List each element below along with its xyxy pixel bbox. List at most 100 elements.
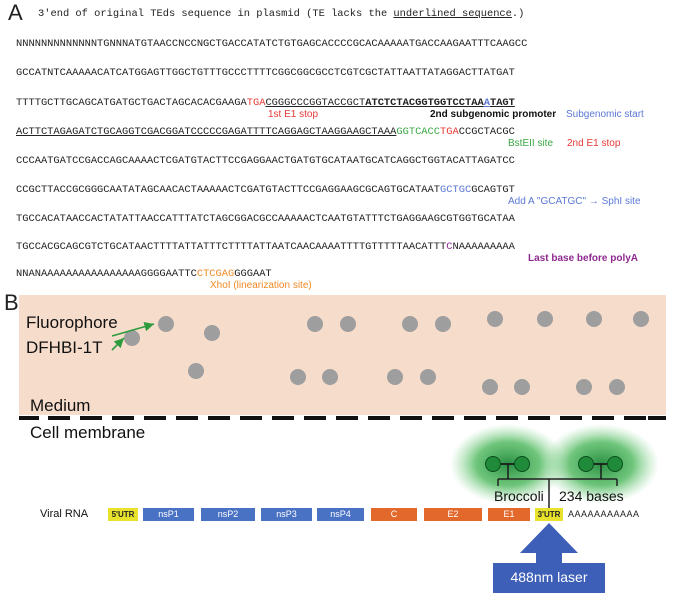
- seq3-part-a: TTTTGCTTGCAGCATGATGCTGACTAGCACACGAAGA: [16, 97, 247, 109]
- laser-box: [493, 563, 605, 593]
- fluorophore-dot: [158, 316, 174, 332]
- annotation-sphi-site: Add A "GCATGC" → SphI site: [508, 196, 641, 207]
- membrane-segment: [19, 416, 39, 420]
- panel-a-caption: 3'end of original TEds sequence in plasm…: [38, 8, 524, 20]
- gene-nsp3: nsP3: [261, 508, 312, 521]
- membrane-segment: [176, 416, 198, 420]
- gene-3utr: 3'UTR: [535, 508, 563, 521]
- sequence-line-3: TTTTGCTTGCAGCATGATGCTGACTAGCACACGAAGATGA…: [16, 97, 515, 109]
- broccoli-node: [578, 456, 594, 472]
- seq4-bsteii: GGTCACC: [396, 126, 441, 138]
- laser-label: 488nm laser: [510, 569, 588, 585]
- fluorophore-dot: [420, 369, 436, 385]
- fluorophore-dot: [188, 363, 204, 379]
- poly-a-tail: AAAAAAAAAAA: [568, 509, 640, 519]
- membrane-segment: [464, 416, 486, 420]
- membrane-segment: [648, 416, 666, 420]
- sequence-line-4: ACTTCTAGAGATCTGCAGGTCGACGGATCCCCCGAGATTT…: [16, 126, 515, 138]
- sequence-line-1: NNNNNNNNNNNNNTGNNNATGTAACCNCCNGCTGACCATA…: [16, 38, 528, 50]
- seq4-tail: CCGCTACGC: [458, 126, 515, 138]
- membrane-segment: [112, 416, 134, 420]
- membrane-segment: [592, 416, 614, 420]
- panel-a-label: A: [8, 0, 23, 25]
- fluorophore-dot: [633, 311, 649, 327]
- membrane-segment: [336, 416, 358, 420]
- fluorophore-dot: [576, 379, 592, 395]
- sequence-line-5: CCCAATGATCCGACCAGCAAAACTCGATGTACTTCCGAGG…: [16, 155, 515, 167]
- viral-rna-label: Viral RNA: [40, 508, 89, 520]
- sequence-line-7: TGCCACATAACCACTATATTAACCATTTATCTAGCGGACG…: [16, 213, 515, 225]
- fluorophore-dot: [537, 311, 553, 327]
- gene-e1: E1: [488, 508, 530, 521]
- seq3-underlined: CGGGCCCGGTACCGCT: [265, 97, 366, 109]
- seq3-tail: TAGT: [489, 97, 515, 109]
- gene-c: C: [371, 508, 417, 521]
- seq9-tail: GGGAAT: [234, 268, 272, 280]
- fluorophore-dot: [387, 369, 403, 385]
- gene-nsp2: nsP2: [201, 508, 255, 521]
- arrow-to-dot-top: [111, 322, 155, 337]
- fluorophore-dot: [322, 369, 338, 385]
- fluorophore-dot: [487, 311, 503, 327]
- membrane-segment: [208, 416, 230, 420]
- seq6-sphi: GCTGC: [440, 184, 472, 196]
- gene-nsp1: nsP1: [143, 508, 194, 521]
- broccoli-label: Broccoli: [494, 488, 544, 504]
- sequence-line-2: GCCATNTCAAAAACATCATGGAGTTGGCTGTTTGCCCTTT…: [16, 67, 515, 79]
- sequence-line-8: TGCCACGCAGCGTCTGCATAACTTTTATTATTTCTTTTAT…: [16, 241, 515, 253]
- cell-membrane-label: Cell membrane: [30, 423, 146, 442]
- sequence-line-6: CCGCTTACCGCGGGCAATATAGCAACACTAAAAACTCGAT…: [16, 184, 515, 196]
- seq8-part-a: TGCCACGCAGCGTCTGCATAACTTTTATTATTTCTTTTAT…: [16, 241, 447, 253]
- medium-region: [19, 295, 666, 415]
- seq3-promoter: ATCTCTACGGTGGTCCTAA: [365, 97, 484, 109]
- broccoli-node: [514, 456, 530, 472]
- membrane-segment: [432, 416, 454, 420]
- sequence-line-9: NNANAAAAAAAAAAAAAAAAGGGGAATTCCTCGAGGGGAA…: [16, 268, 272, 280]
- seq6-tail: GCAGTGT: [471, 184, 515, 196]
- membrane-segment: [144, 416, 166, 420]
- seq8-last-base: C: [446, 241, 453, 253]
- fluorophore-dot: [586, 311, 602, 327]
- seq4-underlined: ACTTCTAGAGATCTGCAGGTCGACGGATCCCCCGAGATTT…: [16, 126, 397, 138]
- bases-label: 234 bases: [559, 488, 624, 504]
- gene-nsp4: nsP4: [317, 508, 364, 521]
- membrane-segment: [496, 416, 518, 420]
- membrane-segment: [560, 416, 582, 420]
- panel-b-label: B: [4, 290, 19, 315]
- fluorophore-dot: [340, 316, 356, 332]
- membrane-segment: [240, 416, 262, 420]
- fluorophore-dot: [435, 316, 451, 332]
- seq9-part-a: NNANAAAAAAAAAAAAAAAAGGGGAATTC: [16, 268, 197, 280]
- caption-prefix: 3'end of original TEds sequence in plasm…: [38, 8, 394, 20]
- fluorophore-label: Fluorophore: [26, 313, 118, 332]
- seq9-xhoi: CTCGAG: [196, 268, 235, 280]
- fluorophore-dot: [402, 316, 418, 332]
- broccoli-node: [485, 456, 501, 472]
- annotation-2nd-subgenomic-promoter: 2nd subgenomic promoter: [430, 109, 557, 120]
- fluorophore-dot: [307, 316, 323, 332]
- membrane-segment: [528, 416, 550, 420]
- seq4-e1-stop: TGA: [440, 126, 459, 138]
- fluorophore-dot: [290, 369, 306, 385]
- seq6-part-a: CCGCTTACCGCGGGCAATATAGCAACACTAAAAACTCGAT…: [16, 184, 441, 196]
- broccoli-node: [607, 456, 623, 472]
- membrane-segment: [48, 416, 70, 420]
- fluorophore-dot: [514, 379, 530, 395]
- membrane-segment: [272, 416, 294, 420]
- annotation-subgenomic-start: Subgenomic start: [566, 109, 644, 120]
- fluorophore-dot: [204, 325, 220, 341]
- medium-label: Medium: [30, 396, 91, 415]
- membrane-segment: [304, 416, 326, 420]
- caption-underlined: underlined sequence: [393, 8, 512, 20]
- membrane-segment: [400, 416, 422, 420]
- gene-5utr: 5'UTR: [108, 508, 138, 521]
- membrane-segment: [368, 416, 390, 420]
- annotation-2nd-e1-stop: 2nd E1 stop: [567, 138, 621, 149]
- seq3-e1-stop: TGA: [246, 97, 266, 109]
- annotation-1st-e1-stop: 1st E1 stop: [268, 109, 319, 120]
- fluorophore-dot: [482, 379, 498, 395]
- dfhbi-label: DFHBI-1T: [26, 338, 103, 357]
- annotation-last-base-before-polya: Last base before polyA: [528, 253, 639, 264]
